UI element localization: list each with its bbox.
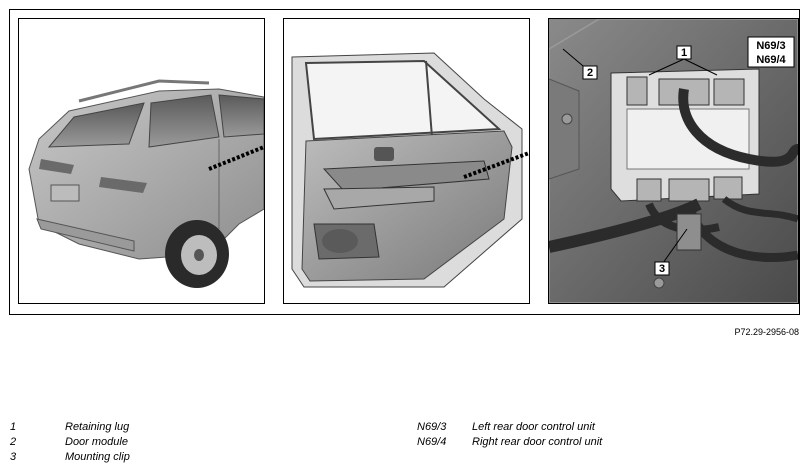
legend-item: 1 Retaining lug [10, 420, 130, 435]
control-unit-illustration: 1 2 3 N69/3 N69/4 [549, 19, 798, 303]
vehicle-view-panel [18, 18, 265, 304]
callout-2: 2 [587, 67, 593, 79]
callout-n69-3: N69/3 [756, 40, 785, 52]
legend-text: Retaining lug [65, 421, 130, 433]
legend-number: 2 [10, 436, 17, 448]
door-view-panel [283, 18, 530, 304]
vehicle-illustration [28, 79, 264, 288]
legend-number: 1 [10, 421, 17, 433]
legend-left: 1 Retaining lug 2 Door module 3 Mounting cl… [10, 420, 130, 465]
legend-text: Left rear door control unit [472, 421, 595, 433]
callout-n69-4: N69/4 [756, 54, 786, 66]
control-unit-panel: 1 2 3 N69/3 N69/4 [548, 18, 799, 304]
legend-number: N69/4 [417, 436, 447, 448]
legend-number: 3 [10, 451, 17, 463]
legend-item: 2 Door module [10, 435, 130, 450]
legend-text: Mounting clip [65, 451, 130, 463]
door-illustration [291, 52, 529, 288]
legend-text: Door module [65, 436, 128, 448]
callout-1: 1 [681, 47, 687, 59]
legend-item: 3 Mounting clip [10, 450, 130, 465]
legend-text: Right rear door control unit [472, 436, 603, 448]
legend-item: N69/3 Left rear door control unit [417, 420, 602, 435]
callout-3: 3 [659, 263, 665, 275]
legend-right: N69/3 Left rear door control unit N69/4 Ri… [417, 420, 602, 450]
figure-code: P72.29-2956-08 [734, 327, 799, 337]
legend-number: N69/3 [417, 421, 447, 433]
legend-item: N69/4 Right rear door control unit [417, 435, 602, 450]
